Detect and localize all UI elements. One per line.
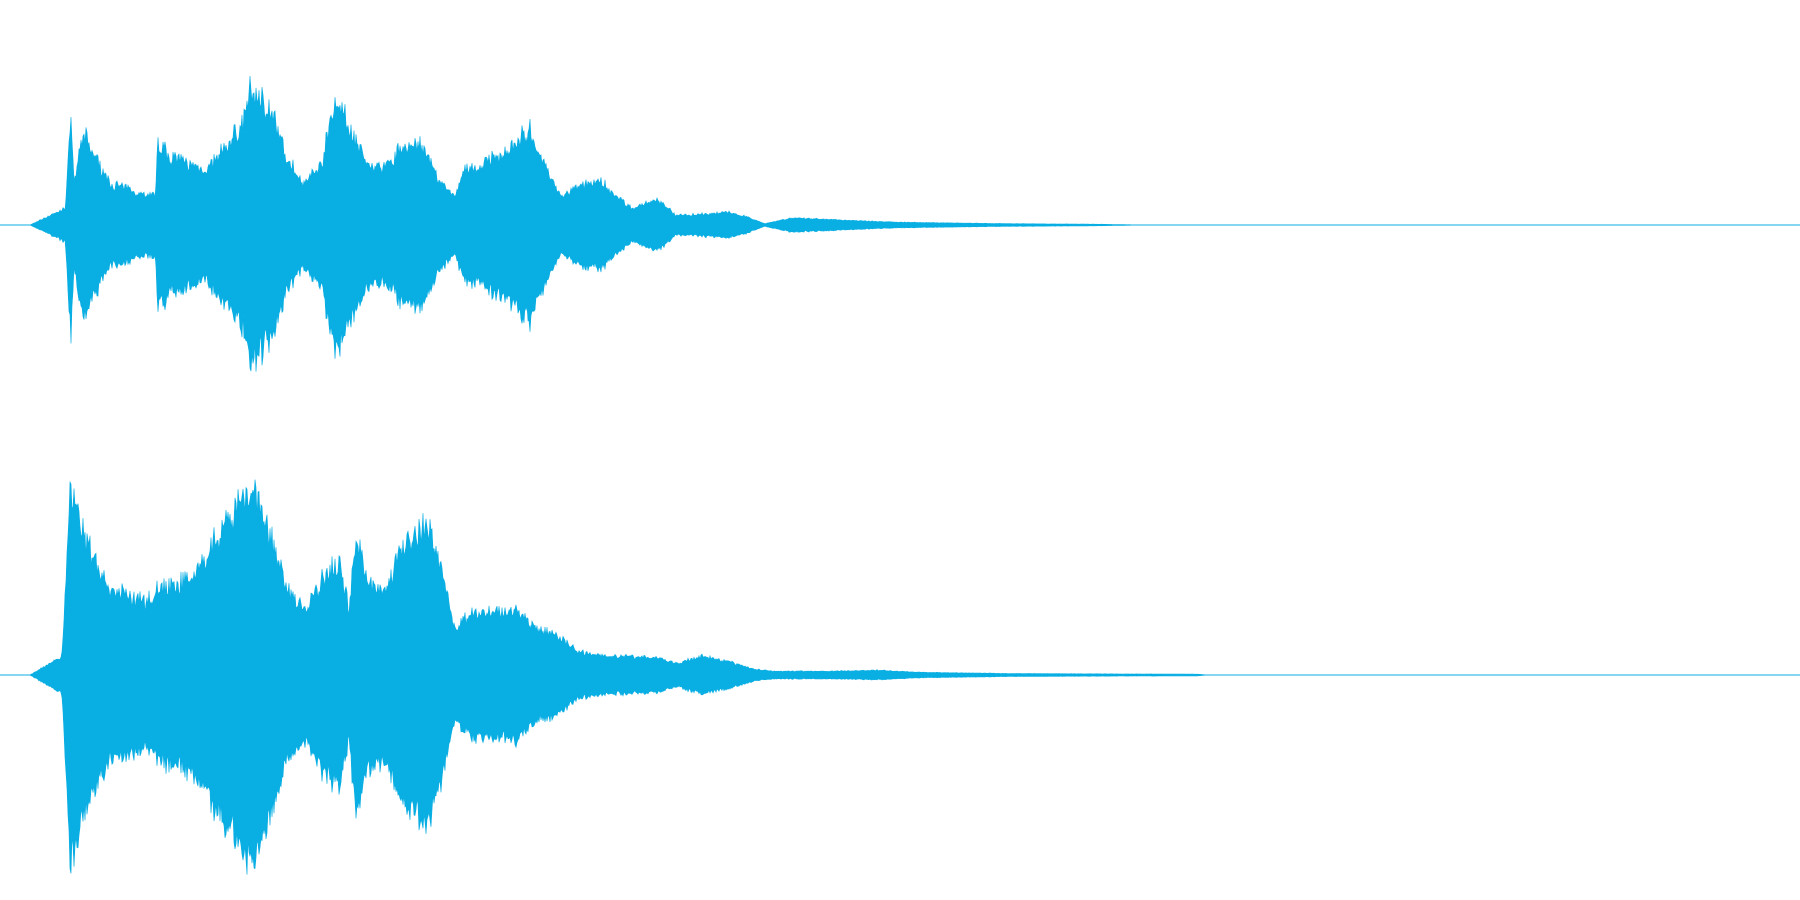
channel-2-track: [0, 479, 1800, 875]
channel-1-waveform: [29, 75, 1800, 372]
channel-1-track: [0, 75, 1800, 372]
channel-tracks: [0, 75, 1800, 875]
channel-2-waveform: [29, 479, 1800, 875]
